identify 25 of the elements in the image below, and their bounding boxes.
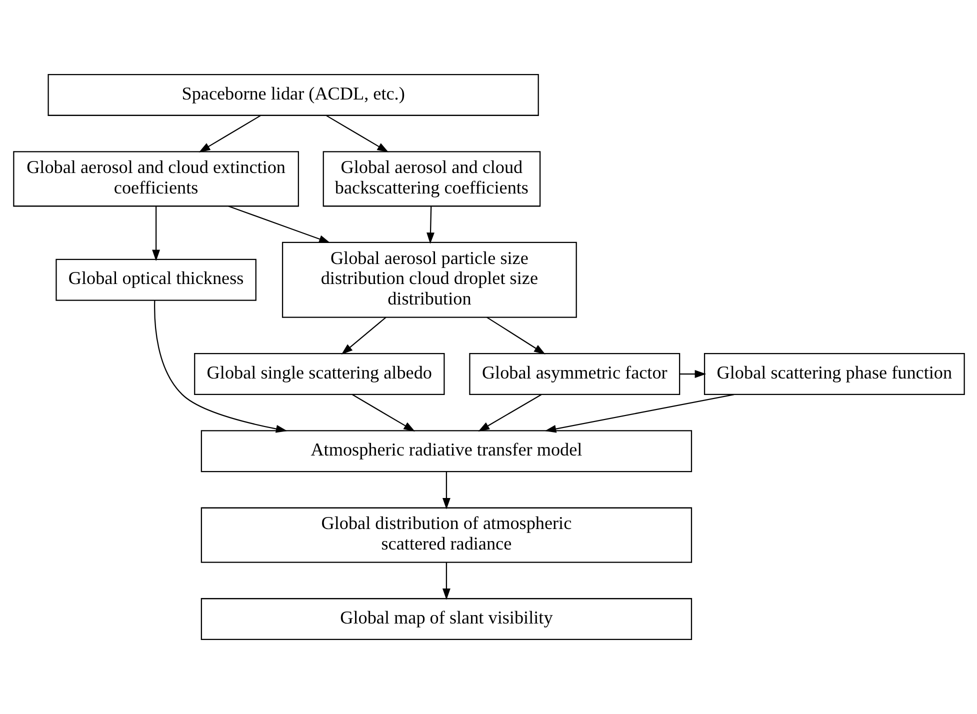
node-box: Global aerosol and cloud extinction coefficients (12, 151, 298, 207)
arrow (228, 206, 330, 243)
arrow (340, 316, 386, 355)
arrow (352, 394, 415, 432)
arrow (325, 114, 388, 152)
arrow (152, 206, 160, 262)
arrow (478, 394, 542, 432)
node-box: Global distribution of atmospheric scattered radiance (200, 507, 692, 563)
arrow (679, 370, 706, 378)
node-box: Global asymmetric factor (468, 353, 680, 395)
node-box: Global single scattering albedo (194, 353, 444, 395)
node-box: Global aerosol and cloud backscattering coefficients (322, 151, 540, 207)
arrow (154, 300, 287, 433)
node-box: Atmospheric radiative transfer model (200, 430, 692, 472)
arrow (442, 562, 450, 600)
arrow (544, 394, 734, 433)
node-box: Spaceborne lidar (ACDL, etc.) (47, 74, 538, 116)
node-box: Global scattering phase function (703, 353, 964, 395)
node-box: Global optical thickness (55, 258, 256, 301)
arrow (486, 316, 545, 354)
arrow (198, 114, 261, 152)
arrow (426, 206, 434, 244)
node-box: Global map of slant visibility (200, 598, 692, 640)
arrow (442, 472, 450, 510)
node-box: Global aerosol particle size distribution cloud droplet size distribution (281, 242, 576, 318)
